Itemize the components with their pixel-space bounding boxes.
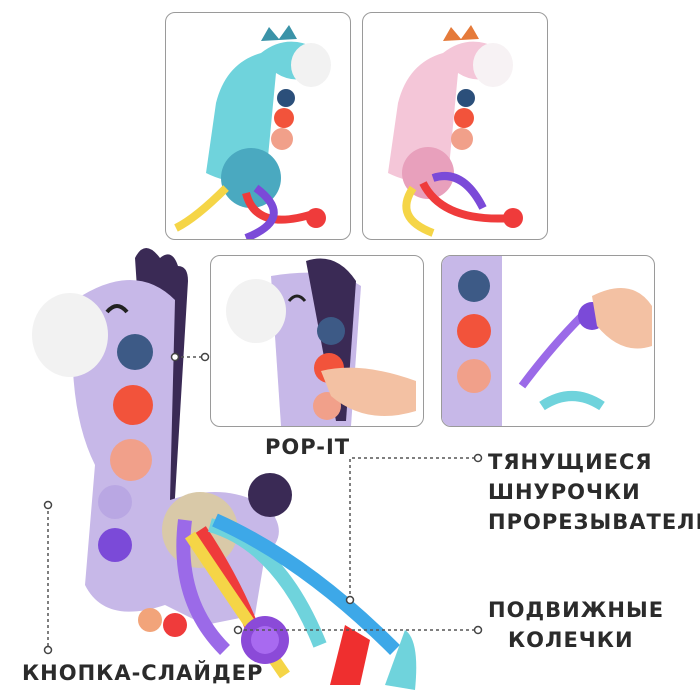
pink-giraffe-image [388, 25, 523, 237]
pull-strings-closeup-panel [441, 255, 655, 427]
pull-strings-label: ТЯНУЩИЕСЯ ШНУРОЧКИ ПРОРЕЗЫВАТЕЛИ [488, 452, 700, 533]
pull-strings-line-2: ШНУРОЧКИ [488, 480, 641, 504]
moving-rings-label: ПОДВИЖНЫЕ КОЛЕЧКИ [488, 600, 664, 651]
pop-it-label: POP-IT [265, 437, 350, 458]
pull-strings-line-1: ТЯНУЩИЕСЯ [488, 450, 653, 474]
main-giraffe-image [32, 248, 417, 690]
pop-it-closeup-image [226, 258, 416, 426]
slider-button-label: КНОПКА-СЛАЙДЕР [22, 663, 263, 684]
moving-rings-line-1: ПОДВИЖНЫЕ [488, 598, 665, 622]
pull-strings-line-3: ПРОРЕЗЫВАТЕЛИ [488, 510, 700, 534]
pop-it-text: POP-IT [265, 435, 351, 459]
slider-button-text: КНОПКА-СЛАЙДЕР [22, 661, 264, 685]
pull-strings-closeup-image [442, 256, 652, 426]
moving-rings-line-2: КОЛЕЧКИ [508, 628, 634, 652]
blue-giraffe-image [174, 25, 331, 239]
pink-giraffe-thumbnail [362, 12, 548, 240]
pop-it-closeup-panel [210, 255, 424, 427]
blue-giraffe-thumbnail [165, 12, 351, 240]
